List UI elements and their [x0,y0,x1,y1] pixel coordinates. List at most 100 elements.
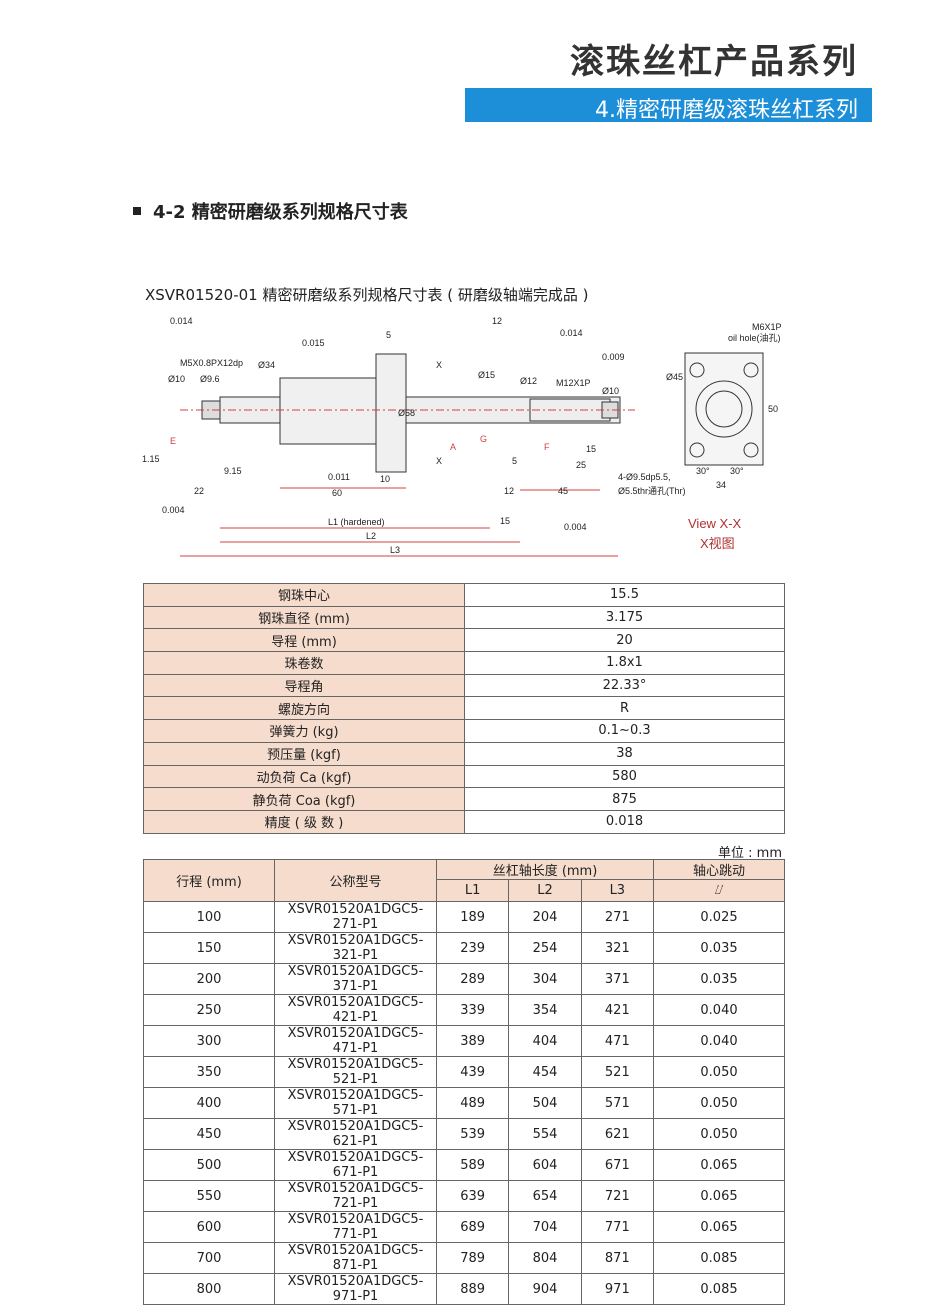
drawing-caption: XSVR01520-01 精密研磨级系列规格尺寸表 ( 研磨级轴端完成品 ) [145,286,589,304]
cell-l1: 289 [435,963,510,995]
hole-bl [689,442,705,458]
cell-model: XSVR01520A1DGC5-471-P1 [274,1025,437,1057]
cell-l1: 239 [435,932,510,964]
label-w25: 25 [576,460,586,470]
label-m5: M5X0.8PX12dp [180,358,243,368]
nut-flange [375,353,407,473]
label-w22: 22 [194,486,204,496]
square-bullet-icon [133,207,141,215]
header-l1: L1 [435,879,510,902]
cell-stroke: 250 [143,994,275,1026]
label-w115: 1.15 [142,454,160,464]
subtitle-band: 4.精密研磨级滚珠丝杠系列 [465,88,872,123]
cell-model: XSVR01520A1DGC5-621-P1 [274,1118,437,1150]
cell-stroke: 400 [143,1087,275,1119]
cell-l3: 271 [580,901,655,933]
label-w12top: 12 [492,316,502,326]
label-d45: Ø45 [666,372,683,382]
spec-row: 弹簧力 (kg)0.1~0.3 [143,719,785,743]
cell-l2: 904 [508,1273,582,1305]
cell-model: XSVR01520A1DGC5-771-P1 [274,1211,437,1243]
cell-model: XSVR01520A1DGC5-421-P1 [274,994,437,1026]
cell-l1: 439 [435,1056,510,1088]
spec-value: 3.175 [464,605,785,630]
cell-l3: 321 [580,932,655,964]
cell-l1: 639 [435,1180,510,1212]
label-gdt-014: 0.014 [170,316,193,326]
label-w15: 15 [586,444,596,454]
cell-runout: 0.065 [653,1211,785,1243]
cell-model: XSVR01520A1DGC5-271-P1 [274,901,437,933]
bore-inner [705,390,743,428]
label-l1: L1 (hardened) [328,517,385,527]
spec-value: 20 [464,628,785,653]
cell-l2: 304 [508,963,582,995]
spec-label: 静负荷 Coa (kgf) [143,787,465,811]
spec-value: 580 [464,764,785,789]
spec-row: 动负荷 Ca (kgf)580 [143,764,785,789]
section-heading: 4-2 精密研磨级系列规格尺寸表 [133,198,408,224]
cell-runout: 0.050 [653,1056,785,1088]
flange-end-view [684,352,764,466]
cell-runout: 0.035 [653,963,785,995]
label-gdt-014b: 0.014 [560,328,583,338]
spec-value: 38 [464,741,785,766]
cell-model: XSVR01520A1DGC5-721-P1 [274,1180,437,1212]
spec-value: 0.018 [464,809,785,834]
label-ref-e: E [170,436,176,446]
label-l3: L3 [390,545,400,555]
cell-l2: 654 [508,1180,582,1212]
cell-model: XSVR01520A1DGC5-371-P1 [274,963,437,995]
label-w10: 10 [380,474,390,484]
section-title: 4-2 精密研磨级系列规格尺寸表 [153,202,408,223]
cell-runout: 0.035 [653,932,785,964]
label-view: View X-X [688,516,742,531]
label-l2: L2 [366,531,376,541]
cell-l3: 771 [580,1211,655,1243]
cell-stroke: 150 [143,932,275,964]
cell-l2: 504 [508,1087,582,1119]
label-oilhole: oil hole(油孔) [728,332,781,343]
spec-value: 0.1~0.3 [464,719,785,743]
spec-value: R [464,696,785,721]
label-w915: 9.15 [224,466,242,476]
spec-label: 导程 (mm) [143,628,465,653]
cell-runout: 0.050 [653,1087,785,1119]
hole-tl [689,362,705,378]
label-w12: 12 [504,486,514,496]
cell-l2: 254 [508,932,582,964]
spec-label: 预压量 (kgf) [143,741,465,766]
cell-l2: 454 [508,1056,582,1088]
cell-model: XSVR01520A1DGC5-571-P1 [274,1087,437,1119]
cell-stroke: 450 [143,1118,275,1150]
spec-label: 精度 ( 级 数 ) [143,809,465,834]
label-d10b: Ø10 [602,386,619,396]
spec-row: 钢珠直径 (mm)3.175 [143,605,785,630]
unit-note: 单位 : mm [718,846,782,861]
cell-l3: 471 [580,1025,655,1057]
label-d10: Ø10 [168,374,185,384]
label-h50: 50 [768,404,778,414]
spec-value: 22.33° [464,673,785,698]
label-w15b: 15 [500,516,510,526]
spec-value: 1.8x1 [464,651,785,675]
cell-l3: 521 [580,1056,655,1088]
label-a30: 30° [696,466,710,476]
cell-l3: 421 [580,994,655,1026]
cell-l1: 589 [435,1149,510,1181]
cell-l2: 704 [508,1211,582,1243]
cell-stroke: 350 [143,1056,275,1088]
spec-value: 15.5 [464,583,785,607]
spec-label: 钢珠中心 [143,583,465,607]
cell-stroke: 300 [143,1025,275,1057]
cell-l2: 554 [508,1118,582,1150]
label-w45: 45 [558,486,568,496]
label-m12: M12X1P [556,378,591,388]
label-ref-f: F [544,442,550,452]
